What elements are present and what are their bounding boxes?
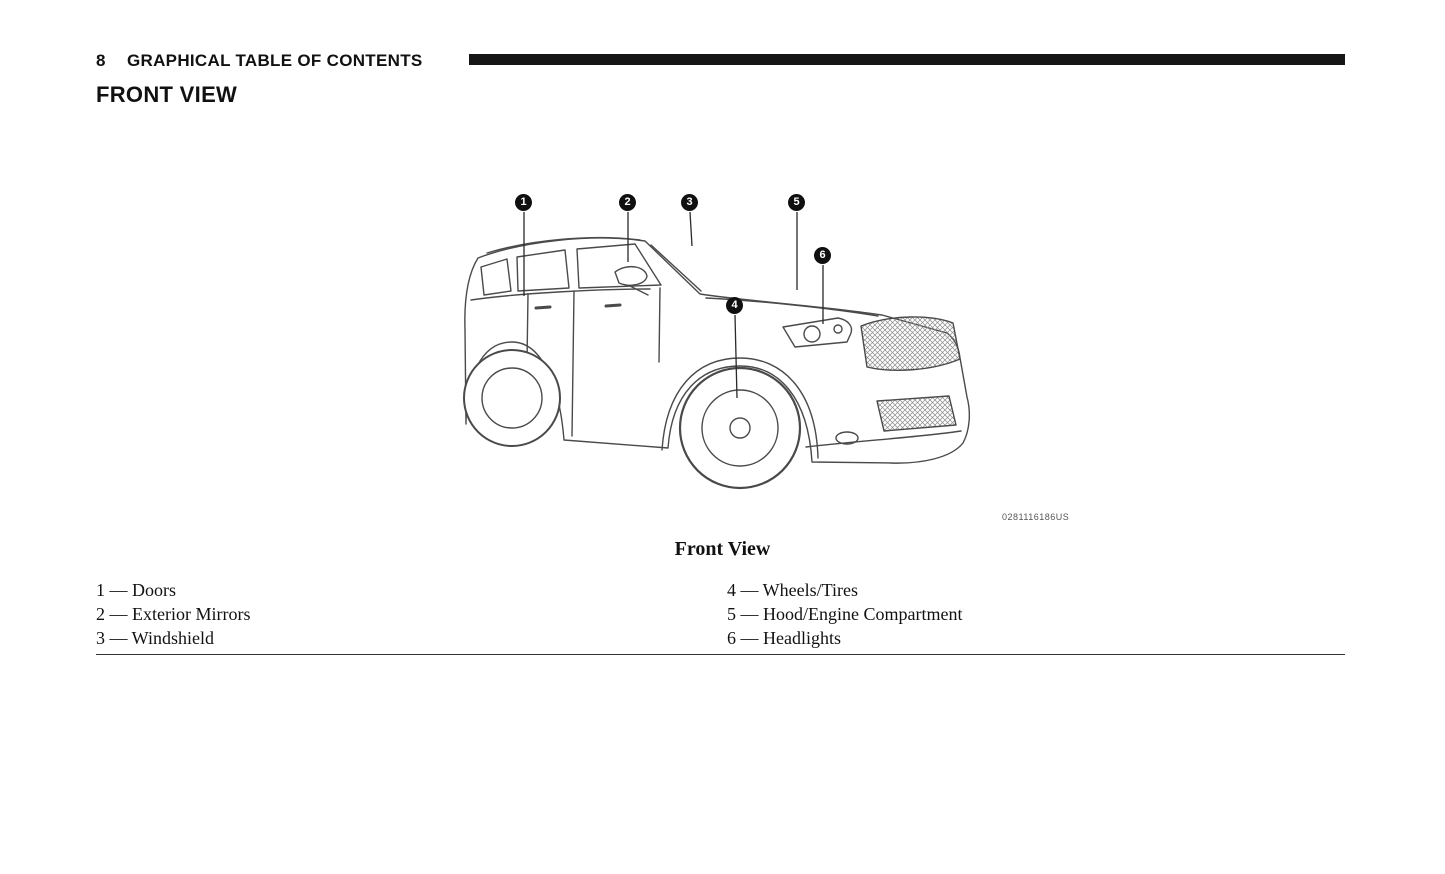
legend-item-exterior-mirrors: 2 — Exterior Mirrors	[96, 604, 251, 624]
callout-leader-lines	[523, 211, 824, 399]
page-number: 8	[96, 51, 106, 70]
windshield-line	[650, 244, 702, 292]
callout-marker-4: 4	[726, 297, 743, 314]
fog-lamp	[835, 431, 859, 445]
headlight	[782, 317, 853, 348]
header-rule-bar	[469, 54, 1345, 65]
section-title: GRAPHICAL TABLE OF CONTENTS	[127, 51, 423, 70]
legend-item-hood-engine-compartment: 5 — Hood/Engine Compartment	[727, 604, 963, 624]
car-line-art	[463, 237, 971, 490]
rear-wheel	[463, 349, 561, 447]
bottom-rule	[96, 654, 1345, 655]
grille	[860, 316, 961, 371]
front-door-window	[576, 243, 662, 289]
callout-marker-5: 5	[788, 194, 805, 211]
callout-marker-3: 3	[681, 194, 698, 211]
page-title: FRONT VIEW	[96, 82, 238, 107]
figure-caption: Front View	[674, 538, 771, 560]
legend-item-headlights: 6 — Headlights	[727, 628, 841, 648]
callout-marker-2: 2	[619, 194, 636, 211]
front-wheel	[678, 366, 802, 490]
exterior-mirror	[614, 265, 648, 286]
legend-item-wheels-tires: 4 — Wheels/Tires	[727, 580, 859, 600]
lower-grille	[876, 395, 957, 432]
callout-marker-6: 6	[814, 247, 831, 264]
legend-item-windshield: 3 — Windshield	[96, 628, 214, 648]
rear-door-window	[516, 249, 570, 292]
legend-right-column: 4 — Wheels/Tires 5 — Hood/Engine Compart…	[727, 578, 962, 650]
front-view-figure: 1 2 3 4 5 6 0281116186US	[463, 194, 1070, 522]
legend-left-column: 1 — Doors 2 — Exterior Mirrors 3 — Winds…	[96, 578, 250, 650]
quarter-window	[480, 258, 512, 296]
figure-code: 0281116186US	[1002, 512, 1070, 522]
vehicle-illustration	[463, 211, 971, 490]
legend-item-doors: 1 — Doors	[96, 580, 176, 600]
callout-marker-1: 1	[515, 194, 532, 211]
